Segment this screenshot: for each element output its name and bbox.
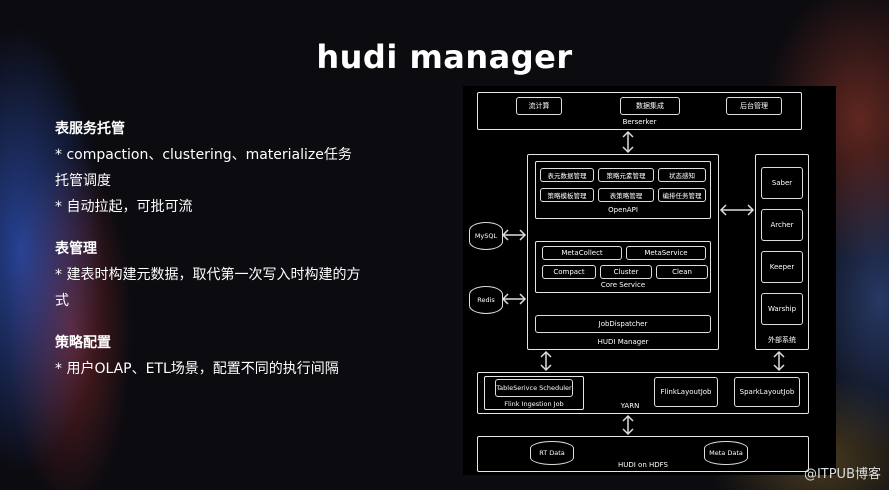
section-line: * 建表时构建元数据，取代第一次写入时构建的方式 xyxy=(55,267,361,309)
table-service-scheduler-box: TableSerivce Scheduler xyxy=(495,379,573,397)
diagram-arrows xyxy=(501,130,785,436)
saber-box: Saber xyxy=(761,167,803,199)
clean-box: Clean xyxy=(656,265,708,279)
job-dispatcher-box: JobDispatcher xyxy=(535,315,711,333)
hudi-manager-label: HUDI Manager xyxy=(597,338,649,346)
mysql-db: MySQL xyxy=(469,222,503,250)
section-line: * 用户OLAP、ETL场景，配置不同的执行间隔 xyxy=(55,361,339,377)
section-heading: 策略配置 xyxy=(55,335,111,351)
openapi-item: 表元数据管理 xyxy=(540,168,594,182)
section-line: * compaction、clustering、materialize任务托管调… xyxy=(55,147,352,189)
openapi-item: 表策略管理 xyxy=(598,188,654,202)
yarn-label: YARN xyxy=(620,402,640,410)
section-line: * 自动拉起，可批可流 xyxy=(55,199,193,215)
page-title: hudi manager xyxy=(316,38,573,76)
data-integration-box: 数据集成 xyxy=(620,97,680,115)
flink-ingestion-label: Flink Ingestion Job xyxy=(504,400,564,408)
keeper-box: Keeper xyxy=(761,251,803,283)
openapi-label: OpenAPI xyxy=(608,206,638,214)
openapi-item: 状态感知 xyxy=(658,168,706,182)
external-systems-label: 外部系统 xyxy=(768,336,796,344)
section-heading: 表管理 xyxy=(55,241,97,257)
metacollect-box: MetaCollect xyxy=(542,246,622,260)
hdfs-box: RT Data Meta Data HUDI on HDFS xyxy=(477,436,809,472)
watermark: @ITPUB博客 xyxy=(803,467,881,482)
section-table-management: 表管理 * 建表时构建元数据，取代第一次写入时构建的方式 xyxy=(55,236,365,314)
openapi-box: 表元数据管理 策略元素管理 状态感知 策略模板管理 表策略管理 编排任务管理 O… xyxy=(535,161,711,219)
spark-layout-job-box: SparkLayoutJob xyxy=(734,377,800,407)
section-policy-config: 策略配置 * 用户OLAP、ETL场景，配置不同的执行间隔 xyxy=(55,330,365,382)
section-table-service: 表服务托管 * compaction、clustering、materializ… xyxy=(55,116,365,220)
archer-box: Archer xyxy=(761,209,803,241)
backend-admin-box: 后台管理 xyxy=(726,97,782,115)
openapi-item: 策略模板管理 xyxy=(540,188,594,202)
metaservice-box: MetaService xyxy=(626,246,706,260)
berserker-box: 流计算 数据集成 后台管理 Berserker xyxy=(477,92,802,130)
berserker-label: Berserker xyxy=(622,118,657,126)
compact-box: Compact xyxy=(542,265,596,279)
architecture-diagram: 流计算 数据集成 后台管理 Berserker 表元数据管理 策略元素管理 状态… xyxy=(463,86,836,475)
section-heading: 表服务托管 xyxy=(55,121,125,137)
feature-list: 表服务托管 * compaction、clustering、materializ… xyxy=(55,116,365,398)
openapi-item: 策略元素管理 xyxy=(598,168,654,182)
redis-db: Redis xyxy=(469,286,503,314)
hdfs-label: HUDI on HDFS xyxy=(617,461,668,469)
external-systems-box: Saber Archer Keeper Warship 外部系统 xyxy=(755,154,809,350)
hudi-manager-box: 表元数据管理 策略元素管理 状态感知 策略模板管理 表策略管理 编排任务管理 O… xyxy=(527,154,719,350)
cluster-box: Cluster xyxy=(600,265,652,279)
rt-data-db: RT Data xyxy=(530,441,574,465)
flink-ingestion-box: TableSerivce Scheduler Flink Ingestion J… xyxy=(484,376,584,410)
warship-box: Warship xyxy=(761,293,803,325)
yarn-box: TableSerivce Scheduler Flink Ingestion J… xyxy=(477,372,809,414)
stream-compute-box: 流计算 xyxy=(516,97,562,115)
meta-data-db: Meta Data xyxy=(704,441,748,465)
core-service-box: MetaCollect MetaService Compact Cluster … xyxy=(535,241,711,293)
openapi-item: 编排任务管理 xyxy=(658,188,706,202)
core-service-label: Core Service xyxy=(600,281,646,289)
flink-layout-job-box: FlinkLayoutJob xyxy=(654,377,718,407)
